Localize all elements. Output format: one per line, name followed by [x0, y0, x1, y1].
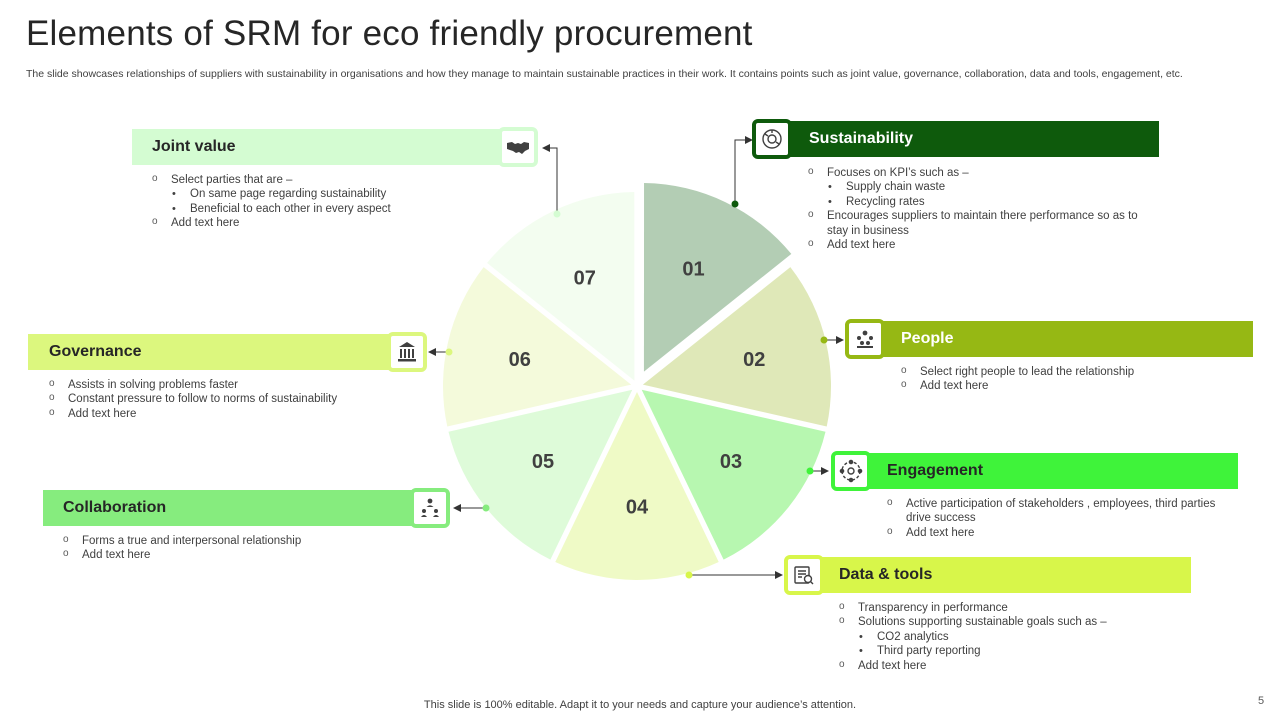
footer-text: This slide is 100% editable. Adapt it to… — [423, 699, 857, 711]
engagement-header: Engagement — [858, 453, 1238, 489]
list-item: Forms a true and interpersonal relations… — [63, 533, 403, 548]
page-title: Elements of SRM for eco friendly procure… — [26, 14, 753, 53]
list-item: CO2 analytics — [839, 630, 1179, 645]
list-item: Beneficial to each other in every aspect — [152, 202, 452, 217]
list-item: Assists in solving problems faster — [49, 377, 389, 392]
sustainability-points: Focuses on KPI’s such as – Supply chain … — [808, 165, 1153, 252]
footer-note: This slide is 100% editable. Adapt it to… — [0, 699, 1280, 711]
list-item: Supply chain waste — [808, 180, 1153, 195]
segment-number-03: 03 — [720, 451, 742, 473]
list-item: Recycling rates — [808, 195, 1153, 210]
segment-number-01: 01 — [682, 259, 704, 281]
list-item: Select parties that are – — [152, 172, 452, 187]
government-building-icon — [398, 342, 416, 362]
list-item: Solutions supporting sustainable goals s… — [839, 614, 1179, 629]
wheel-segment-04 — [555, 392, 719, 580]
joint-value-label: Joint value — [152, 138, 236, 155]
segment-number-06: 06 — [509, 349, 531, 371]
data-tools-icon-box — [784, 555, 824, 595]
collaboration-icon — [421, 498, 439, 517]
list-item: Add text here — [808, 237, 1153, 252]
collaboration-header: Collaboration — [43, 490, 433, 526]
list-item: Add text here — [63, 547, 403, 562]
list-item: Transparency in performance — [839, 600, 1179, 615]
joint-value-icon-box — [498, 127, 538, 167]
list-item: Encourages suppliers to maintain there p… — [808, 208, 1153, 238]
people-icon-box — [845, 319, 885, 359]
data-tools-points: Transparency in performance Solutions su… — [839, 600, 1179, 673]
list-item: Add text here — [901, 378, 1241, 393]
page-subtitle: The slide showcases relationships of sup… — [26, 68, 1183, 80]
segment-number-05: 05 — [532, 451, 554, 473]
people-label: People — [901, 330, 954, 347]
people-points: Select right people to lead the relation… — [901, 364, 1241, 394]
list-item: Add text here — [839, 658, 1179, 673]
team-icon — [857, 330, 873, 348]
engagement-points: Active participation of stakeholders , e… — [887, 496, 1237, 540]
list-item: Select right people to lead the relation… — [901, 364, 1241, 379]
segment-number-04: 04 — [626, 496, 649, 518]
collaboration-points: Forms a true and interpersonal relations… — [63, 533, 403, 563]
list-item: On same page regarding sustainability — [152, 187, 452, 202]
recycle-globe-icon — [762, 129, 782, 149]
wheel-segment-01 — [643, 183, 792, 372]
page-number: 5 — [1258, 695, 1265, 707]
list-item: Add text here — [152, 215, 452, 230]
sustainability-header: Sustainability — [778, 121, 1159, 157]
segment-number-02: 02 — [743, 349, 765, 371]
collaboration-icon-box — [410, 488, 450, 528]
wheel-segment-06 — [443, 267, 632, 427]
handshake-icon — [507, 142, 529, 154]
engagement-label: Engagement — [887, 462, 984, 479]
segment-number-07: 07 — [574, 268, 596, 290]
collaboration-label: Collaboration — [63, 499, 167, 516]
people-header: People — [872, 321, 1253, 357]
wheel-segment-05 — [448, 389, 633, 560]
list-item: Add text here — [887, 525, 1237, 540]
analytics-tools-icon — [794, 566, 814, 585]
list-item: Focuses on KPI’s such as – — [808, 165, 1153, 180]
wheel-segment-07 — [487, 192, 635, 381]
governance-label: Governance — [49, 343, 142, 360]
sustainability-label: Sustainability — [809, 130, 914, 147]
governance-header: Governance — [28, 334, 408, 370]
sustainability-icon-box — [752, 119, 792, 159]
data-tools-header: Data & tools — [810, 557, 1191, 593]
governance-points: Assists in solving problems faster Const… — [49, 377, 389, 421]
governance-icon-box — [387, 332, 427, 372]
connector-joint-value — [542, 144, 558, 214]
joint-value-header: Joint value — [132, 129, 512, 165]
network-people-icon — [839, 459, 863, 483]
data-tools-label: Data & tools — [839, 566, 933, 583]
wheel-segment-03 — [641, 389, 826, 560]
list-item: Constant pressure to follow to norms of … — [49, 391, 389, 406]
joint-value-points: Select parties that are – On same page r… — [152, 172, 452, 231]
list-item: Third party reporting — [839, 644, 1179, 659]
engagement-icon-box — [831, 451, 871, 491]
connector-sustainability — [734, 136, 753, 204]
list-item: Active participation of stakeholders , e… — [887, 496, 1237, 526]
wheel-segment-02 — [642, 267, 831, 427]
list-item: Add text here — [49, 406, 389, 421]
